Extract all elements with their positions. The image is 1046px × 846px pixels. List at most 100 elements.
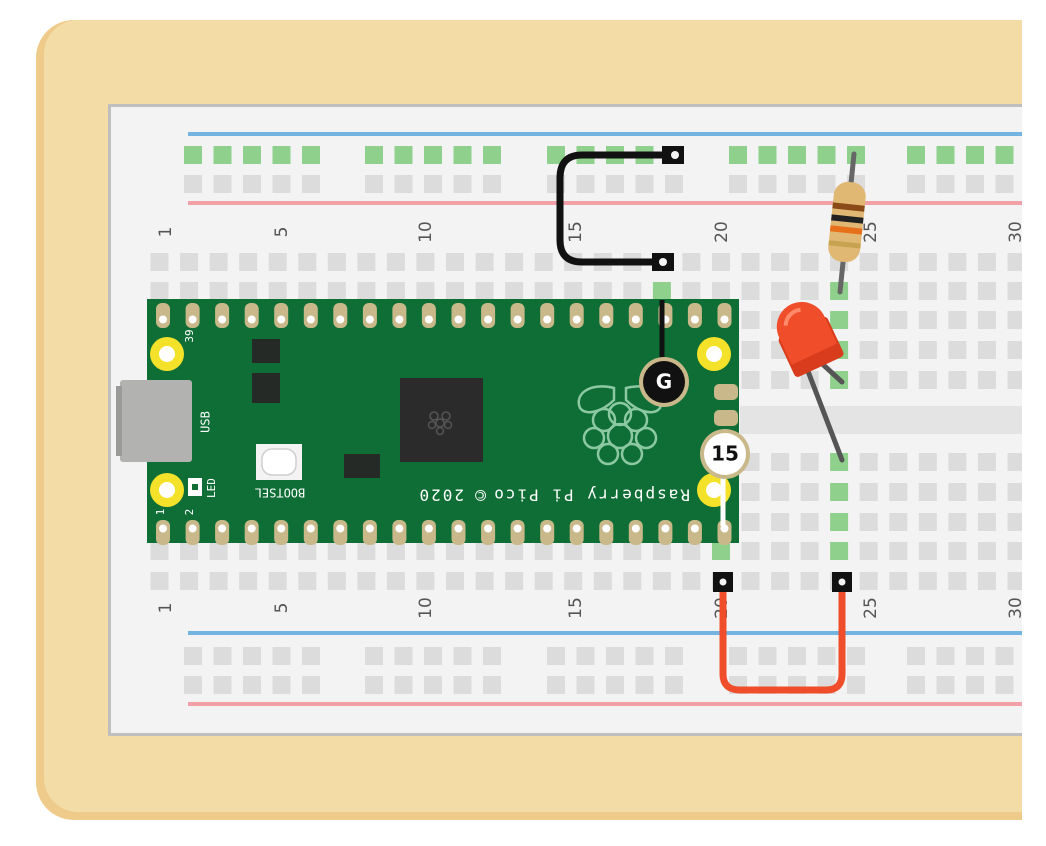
rail-hole (576, 647, 595, 665)
rail-hole (547, 146, 565, 164)
pico-pin-hole (572, 524, 581, 533)
breadboard-hole (741, 513, 760, 531)
breadboard-hole (771, 453, 790, 471)
rail-hole (453, 647, 472, 665)
rail-hole (995, 175, 1014, 193)
red-jumper-wire (713, 572, 852, 694)
rail-hole (758, 175, 777, 193)
pico-pin-hole (631, 315, 640, 324)
pico-copyright-symbol: © (475, 484, 486, 505)
breadboard-hole (416, 572, 435, 590)
breadboard-hole (446, 542, 464, 560)
rail-hole (817, 175, 836, 193)
breadboard-hole (918, 453, 937, 471)
rail-hole (453, 146, 472, 164)
breadboard-hole (918, 282, 937, 300)
breadboard-hole (298, 253, 317, 271)
breadboard-hole (859, 483, 878, 501)
rail-hole (272, 146, 291, 164)
rp2040-chip-logo (427, 411, 453, 436)
breadboard-hole (977, 341, 996, 359)
rail-hole (606, 175, 624, 193)
breadboard-hole (1007, 371, 1022, 389)
pico-debug-pad (714, 384, 738, 400)
breadboard-hole (327, 282, 346, 300)
usb-connector (120, 380, 192, 462)
rail-hole (576, 676, 595, 694)
pico-pin-hole (365, 315, 374, 324)
column-number-top-15: 15 (566, 221, 586, 243)
breadboard-hole (180, 572, 199, 590)
rail-hole (394, 647, 413, 665)
breadboard-hole (918, 483, 937, 501)
breadboard-hole (741, 483, 760, 501)
breadboard-hole (298, 282, 317, 300)
breadboard-hole (239, 253, 258, 271)
pico-pin-hole (277, 524, 286, 533)
breadboard-hole (977, 311, 996, 329)
breadboard-hole (682, 253, 701, 271)
rail-hole (729, 647, 747, 665)
breadboard-hole (918, 311, 937, 329)
bootsel-button-cap (261, 448, 297, 476)
breadboard-hole (830, 311, 849, 329)
rail-hole (184, 175, 202, 193)
breadboard-hole (1007, 572, 1022, 590)
breadboard-hole (1007, 542, 1022, 560)
breadboard-hole (741, 282, 760, 300)
breadboard-hole (771, 513, 790, 531)
rail-hole (483, 647, 501, 665)
breadboard-hole (918, 542, 937, 560)
rail-hole (847, 676, 865, 694)
pico-year: 2020 (417, 486, 464, 505)
breadboard-hole (948, 311, 967, 329)
pico-pin-hole (690, 315, 699, 324)
column-number-top-25: 25 (861, 221, 881, 243)
breadboard-hole (800, 282, 819, 300)
breadboard-hole (1007, 341, 1022, 359)
pico-pin-hole (631, 524, 640, 533)
rail-hole (272, 175, 291, 193)
pico-pin-hole (306, 315, 315, 324)
breadboard-hole (977, 453, 996, 471)
rail-hole (907, 676, 925, 694)
pico-pin-hole (484, 315, 493, 324)
breadboard-hole (268, 542, 287, 560)
rail-hole (966, 175, 984, 193)
breadboard-hole (800, 253, 819, 271)
pico-pin-hole (159, 524, 167, 533)
breadboard-hole (977, 282, 996, 300)
rail-hole (966, 676, 984, 694)
breadboard-hole (948, 341, 967, 359)
column-number-top-30: 30 (1006, 221, 1026, 243)
breadboard-hole (623, 542, 642, 560)
rail-hole (365, 647, 383, 665)
breadboard-hole (534, 572, 553, 590)
breadboard-hole (977, 483, 996, 501)
breadboard-hole (268, 253, 287, 271)
breadboard-hole (593, 572, 612, 590)
rail-hole (758, 647, 777, 665)
pico-pin-hole (720, 524, 729, 533)
column-number-bottom-15: 15 (566, 597, 586, 619)
breadboard-hole (416, 542, 435, 560)
breadboard-hole (741, 542, 760, 560)
breadboard-hole (357, 282, 376, 300)
pico-component-chip-b (252, 373, 280, 403)
breadboard-hole (150, 253, 169, 271)
rail-hole (302, 146, 320, 164)
breadboard-hole (623, 282, 642, 300)
pico-pin-hole (602, 315, 611, 324)
pico-pin-hole (720, 315, 729, 324)
breadboard-hole (268, 572, 287, 590)
breadboard-hole (327, 572, 346, 590)
breadboard-hole (1007, 282, 1022, 300)
rail-hole (936, 175, 955, 193)
breadboard-hole (682, 572, 701, 590)
rail-hole (606, 676, 624, 694)
rail-hole (453, 676, 472, 694)
breadboard-hole (534, 282, 553, 300)
column-number-bottom-30: 30 (1006, 597, 1026, 619)
resistor (828, 151, 866, 295)
rail-hole (1025, 146, 1043, 164)
